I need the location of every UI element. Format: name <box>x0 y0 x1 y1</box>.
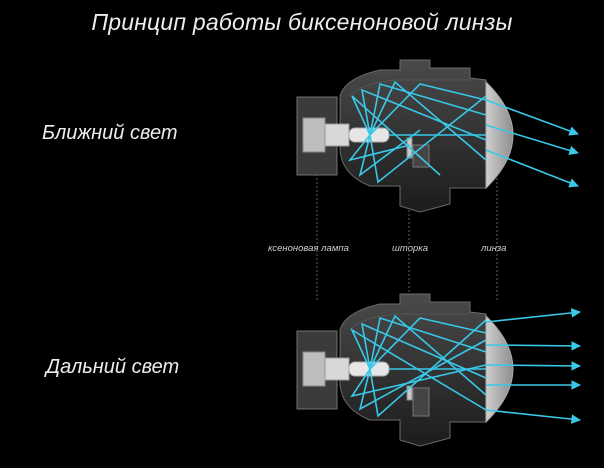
low-rays <box>347 80 579 188</box>
low-beam-unit <box>296 59 579 213</box>
low-beam-label: Ближний свет <box>42 122 178 144</box>
high-lens <box>485 314 514 424</box>
high-reflector-curve <box>349 313 470 331</box>
lamp-label: ксеноновая лампа <box>268 243 349 254</box>
high-lamp-neck <box>324 357 350 381</box>
high-rays <box>350 308 581 424</box>
low-lens <box>485 80 514 190</box>
high-beam-unit <box>296 293 581 447</box>
diagram-title: Принцип работы биксеноновой линзы <box>91 9 513 35</box>
low-reflector-curve <box>349 79 470 97</box>
shutter-label: шторка <box>392 243 429 254</box>
low-lamp-base <box>302 117 326 153</box>
low-lamp-neck <box>324 123 350 147</box>
high-solenoid <box>412 387 430 417</box>
lens-label: линза <box>481 243 507 254</box>
high-beam-label: Дальний свет <box>46 356 180 378</box>
high-shutter <box>406 385 413 401</box>
high-lamp-base <box>302 351 326 387</box>
